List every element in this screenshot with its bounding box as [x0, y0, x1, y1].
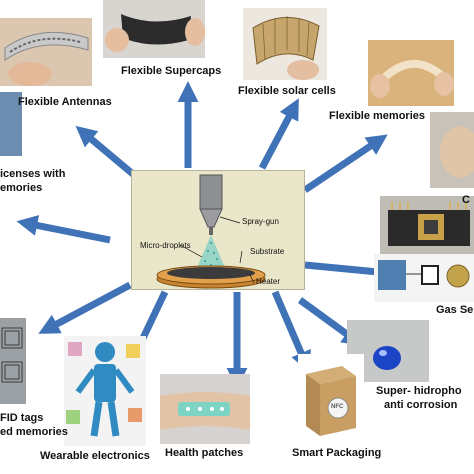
label-heater: Heater [256, 277, 281, 286]
label-gas-sensor: Gas Se [436, 304, 474, 316]
arrow-hydro [297, 297, 364, 347]
arrow-solar [258, 98, 299, 170]
photo-wearable-electronics [64, 336, 146, 446]
label-licenses-line2: emories [0, 182, 43, 194]
photo-flexible-antennas [0, 18, 92, 86]
label-micro-droplets: Micro-droplets [140, 241, 191, 250]
arrow-gas [304, 261, 397, 283]
label-licenses-line1: icenses with [0, 168, 66, 180]
label-flexible-antennas: Flexible Antennas [18, 96, 112, 108]
photo-smart-packaging: NFC [298, 354, 364, 440]
label-hydrophobic-line2: anti corrosion [384, 399, 458, 411]
label-flexible-solar-cells: Flexible solar cells [238, 85, 336, 97]
label-flexible-memories: Flexible memories [329, 110, 425, 122]
photo-licenses-memories [0, 92, 22, 156]
photo-flexible-memories [368, 40, 454, 106]
label-spray-gun: Spray-gun [242, 217, 279, 226]
photo-health-patches [160, 374, 250, 444]
arrow-licenses [16, 215, 111, 244]
label-cut-c: C [462, 194, 470, 206]
label-rfid-line2: ed memories [0, 426, 68, 438]
label-health-patches: Health patches [165, 447, 244, 459]
photo-flexible-supercaps [103, 0, 205, 58]
arrow-packaging [271, 290, 311, 373]
spray-gun-illustration [156, 174, 266, 289]
photo-right-edge [430, 112, 474, 188]
arrow-rfid [38, 281, 132, 334]
photo-gas-sensor [380, 196, 474, 254]
label-flexible-supercaps: Flexible Supercaps [121, 65, 222, 77]
arrow-memories [303, 134, 388, 193]
label-smart-packaging: Smart Packaging [292, 447, 382, 459]
label-hydrophobic-line1: Super- hidropho [376, 385, 462, 397]
photo-gas-sensor-detail [374, 254, 474, 302]
nfc-logo-text: NFC [331, 404, 344, 410]
photo-rfid-tags [0, 318, 26, 404]
label-rfid-line1: FID tags [0, 412, 44, 424]
label-wearable-electronics: Wearable electronics [40, 450, 150, 462]
label-substrate: Substrate [250, 247, 285, 256]
spray-deposition-schematic: Micro-droplets Spray-gun Substrate Heate… [131, 170, 305, 290]
photo-flexible-solar-cells [243, 8, 327, 80]
